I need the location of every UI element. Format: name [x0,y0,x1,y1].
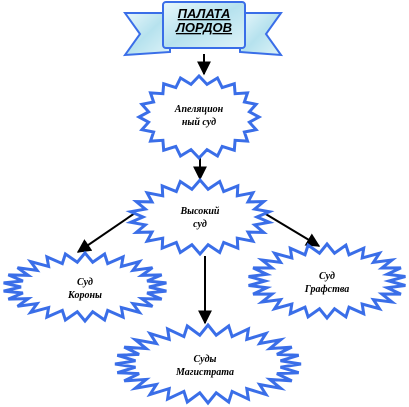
crown-court-star-shape [3,250,167,324]
appeal-court-label-line-1: Апеляцион [174,104,224,115]
county-court-label-line-1: Суд [319,271,335,282]
appeal-court-star-shape [135,73,263,161]
appeal-court-label-line-2: ный суд [182,117,216,128]
high-court-star-shape [125,177,275,257]
arrow-high-to-county [263,212,321,247]
high-court-label-line-1: Высокий [180,206,220,217]
node-magistrates-court: Суды Магистрата [114,322,302,406]
county-court-label-line-2: Графства [304,284,350,295]
county-court-star-shape [248,241,406,321]
banner-right-tail [239,12,284,57]
banner-title-line-1: ПАЛАТА [178,6,231,21]
node-crown-court: Суд Короны [3,250,167,324]
magistrates-court-star-shape [114,322,302,406]
arrows [76,54,321,325]
crown-court-label-line-1: Суд [77,277,93,288]
banner-title-line-2: ЛОРДОВ [175,20,232,35]
banner-center-panel [162,1,246,49]
magistrates-court-label-line-2: Магистрата [175,367,234,378]
high-court-label-line-2: суд [193,219,207,230]
arrow-high-to-crown [76,212,136,253]
crown-court-label-line-2: Короны [67,290,102,301]
magistrates-court-label-line-1: Суды [194,354,217,365]
node-county-court: Суд Графства [248,241,406,321]
node-appeal-court: Апеляцион ный суд [135,73,263,161]
house-of-lords-banner: ПАЛАТА ЛОРДОВ [122,1,284,57]
node-high-court: Высокий суд [125,177,275,257]
